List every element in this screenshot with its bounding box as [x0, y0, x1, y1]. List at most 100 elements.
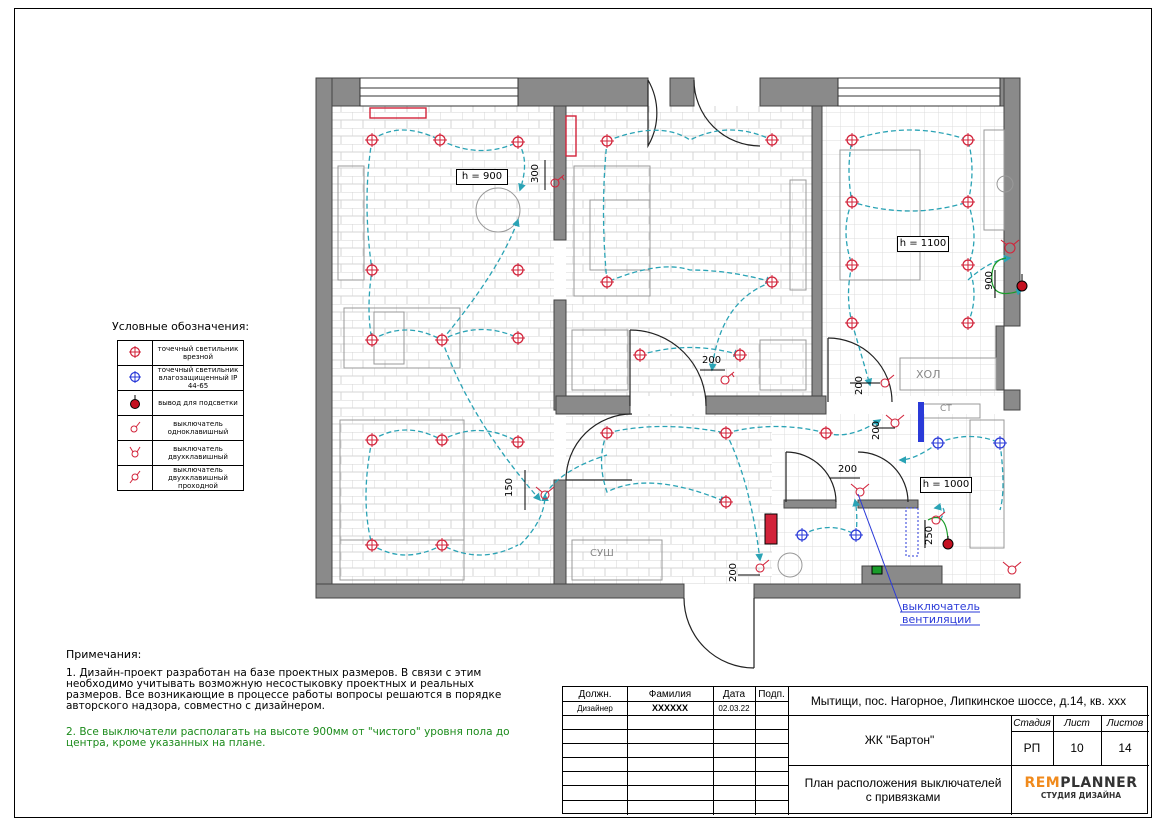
ceiling-spotlight-icon [719, 426, 733, 440]
ceiling-spotlight-icon [845, 316, 859, 330]
waterproof-spotlight-icon [129, 371, 141, 383]
designer-date: 02.03.22 [718, 703, 750, 713]
legend-row: точечный светильник влагозащищенный IP 4… [117, 365, 244, 391]
bathroom-floor [772, 414, 1004, 584]
waterproof-spotlights [795, 436, 1007, 542]
ceiling-spotlight-icon [433, 133, 447, 147]
dimension-label: 200 [838, 464, 858, 475]
header-surname: Фамилия [648, 688, 692, 700]
ceiling-spotlight-icon [600, 134, 614, 148]
ceiling-spotlights [365, 133, 975, 552]
backlight-outputs [942, 274, 1028, 550]
header-date: Дата [722, 688, 746, 700]
legend-row: точечный светильник врезной [117, 340, 244, 366]
waterproof-spotlight-icon [993, 436, 1007, 450]
ceiling-spotlight-icon [600, 275, 614, 289]
logo-sub: СТУДИЯ ДИЗАЙНА [1040, 791, 1122, 800]
header-signature: Подп. [758, 688, 785, 700]
height-tag: h = 900 [456, 169, 508, 185]
legend-title: Условные обозначения: [112, 320, 250, 333]
ceiling-spotlight-icon [961, 316, 975, 330]
legend-label: выключатель одноклавишный [152, 415, 244, 441]
note-2: 2. Все выключатели располагать на высоте… [66, 726, 510, 749]
ceiling-spotlight-icon [819, 426, 833, 440]
logo-planner: PLANNER [1060, 775, 1138, 791]
height-tag: h = 1000 [920, 477, 972, 493]
dimension-label: 200 [871, 420, 883, 441]
ceiling-spotlight-icon [435, 333, 449, 347]
ceiling-spotlight-icon [765, 275, 779, 289]
ceiling-spotlight-icon [765, 133, 779, 147]
callout-line-1: выключатель [902, 600, 981, 613]
remplanner-logo: REMPLANNER СТУДИЯ ДИЗАЙНА [1015, 771, 1147, 811]
project-name: ЖК "Бартон" [864, 733, 935, 747]
sheet-value: 10 [1070, 741, 1084, 755]
stage-value: РП [1023, 741, 1041, 755]
ceiling-spotlight-icon [365, 433, 379, 447]
ceiling-spotlight-icon [511, 331, 525, 345]
doors [565, 79, 909, 669]
legend-table: точечный светильник врезной точечный све… [117, 340, 244, 491]
dimension-label: 250 [924, 525, 936, 546]
dimension-label: 200 [728, 562, 740, 583]
ceiling-spotlight-icon [365, 133, 379, 147]
single-switch-icon [130, 421, 141, 433]
windows [359, 77, 1001, 107]
dimension-label: 200 [854, 375, 866, 396]
ceiling-spotlight-icon [129, 346, 141, 358]
double-passthrough-switch-icon [129, 470, 141, 484]
title-block: Должн. Фамилия Дата Подп. Дизайнер XXXXX… [562, 686, 1149, 815]
waterproof-spotlight-icon [931, 436, 945, 450]
dimension-label: 300 [530, 163, 542, 184]
ceiling-spotlight-icon [961, 258, 975, 272]
legend-label: точечный светильник врезной [152, 340, 244, 366]
header-position: Должн. [578, 688, 612, 700]
legend-label: вывод для подсветки [152, 390, 244, 416]
ceiling-spotlight-icon [845, 195, 859, 209]
ceiling-spotlight-icon [365, 333, 379, 347]
ceiling-spotlight-icon [435, 433, 449, 447]
height-tag: h = 1100 [897, 236, 949, 252]
legend-row: выключатель двухклавишный проходной [117, 465, 244, 491]
legend-label: выключатель двухклавишный проходной [152, 465, 244, 491]
note-1: 1. Дизайн-проект разработан на базе прое… [66, 667, 502, 712]
sheet-label: Лист [1064, 717, 1090, 729]
ceiling-spotlight-icon [719, 495, 733, 509]
drawing-sheet [14, 8, 1152, 818]
switches [535, 174, 1022, 575]
ventilation-switch-callout: выключатель вентиляции [902, 600, 980, 626]
notes-title: Примечания: [66, 648, 142, 661]
logo-rem: REM [1024, 775, 1061, 791]
ceiling-spotlight-icon [511, 435, 525, 449]
callout-line-2: вентиляции [902, 613, 972, 626]
drawing-title: План расположения выключателей с привязк… [804, 776, 1002, 804]
room-label-st: СТ [940, 404, 952, 414]
dimension-label: 150 [504, 477, 516, 498]
ceiling-spotlight-icon [511, 135, 525, 149]
living-room-floor [566, 106, 812, 396]
backlight-output-icon [130, 395, 140, 409]
sheets-label: Листов [1106, 717, 1144, 729]
ceiling-spotlight-icon [600, 426, 614, 440]
dimension-label: 900 [984, 270, 996, 291]
ceiling-spotlight-icon [365, 538, 379, 552]
legend-row: вывод для подсветки [117, 390, 244, 416]
ceiling-spotlight-icon [435, 538, 449, 552]
ceiling-spotlight-icon [511, 263, 525, 277]
ceiling-spotlight-icon [733, 348, 747, 362]
legend-label: выключатель двухклавишный [152, 440, 244, 466]
ceiling-spotlight-icon [845, 133, 859, 147]
waterproof-spotlight-icon [849, 528, 863, 542]
ceiling-spotlight-icon [365, 263, 379, 277]
room-label-hall: ХОЛ [916, 368, 941, 381]
logo-main: REMPLANNER [1015, 775, 1147, 791]
dimension-lines [524, 160, 996, 576]
sheets-value: 14 [1118, 741, 1132, 755]
hallway-floor [566, 414, 772, 584]
ceiling-spotlight-icon [961, 133, 975, 147]
room-label-dryer: СУШ [590, 548, 614, 559]
stage-label: Стадия [1013, 717, 1051, 729]
dimension-label: 200 [702, 355, 722, 366]
waterproof-spotlight-icon [795, 528, 809, 542]
